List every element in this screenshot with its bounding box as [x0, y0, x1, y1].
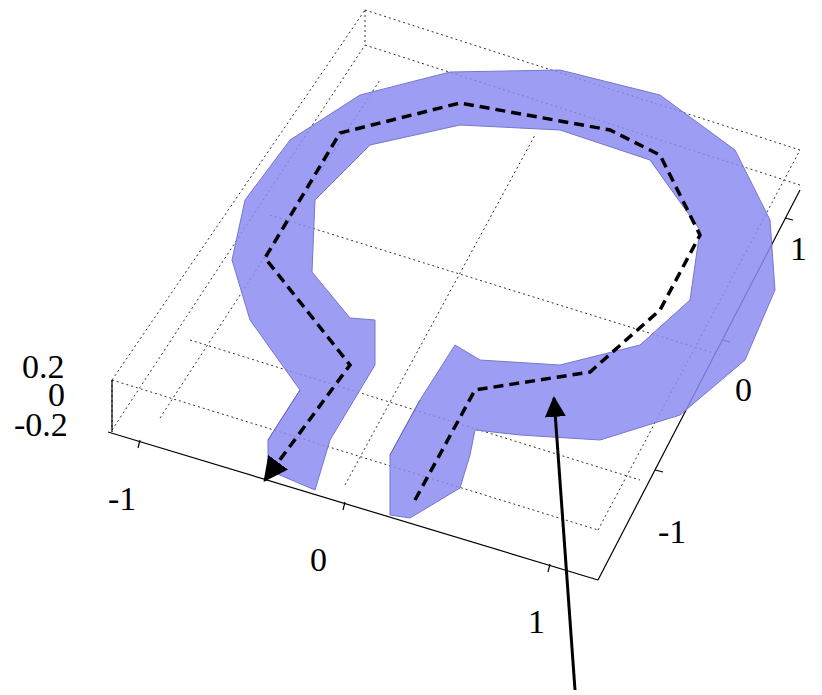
- bounding-box: [112, 10, 800, 530]
- dashed-path: [265, 103, 700, 500]
- x-tick-label: 0: [310, 543, 327, 577]
- y-tick-label: -1: [658, 515, 686, 549]
- y-tick-label: 1: [790, 232, 807, 266]
- z-tick-label: -0.2: [14, 408, 68, 442]
- x-tick-label: -1: [108, 482, 136, 516]
- leader-arrow: [554, 398, 575, 690]
- z-tick-label: 0: [48, 378, 65, 412]
- split-ring-mesh: [232, 70, 775, 518]
- x-tick-label: 1: [528, 605, 545, 639]
- y-tick-label: 0: [735, 373, 752, 407]
